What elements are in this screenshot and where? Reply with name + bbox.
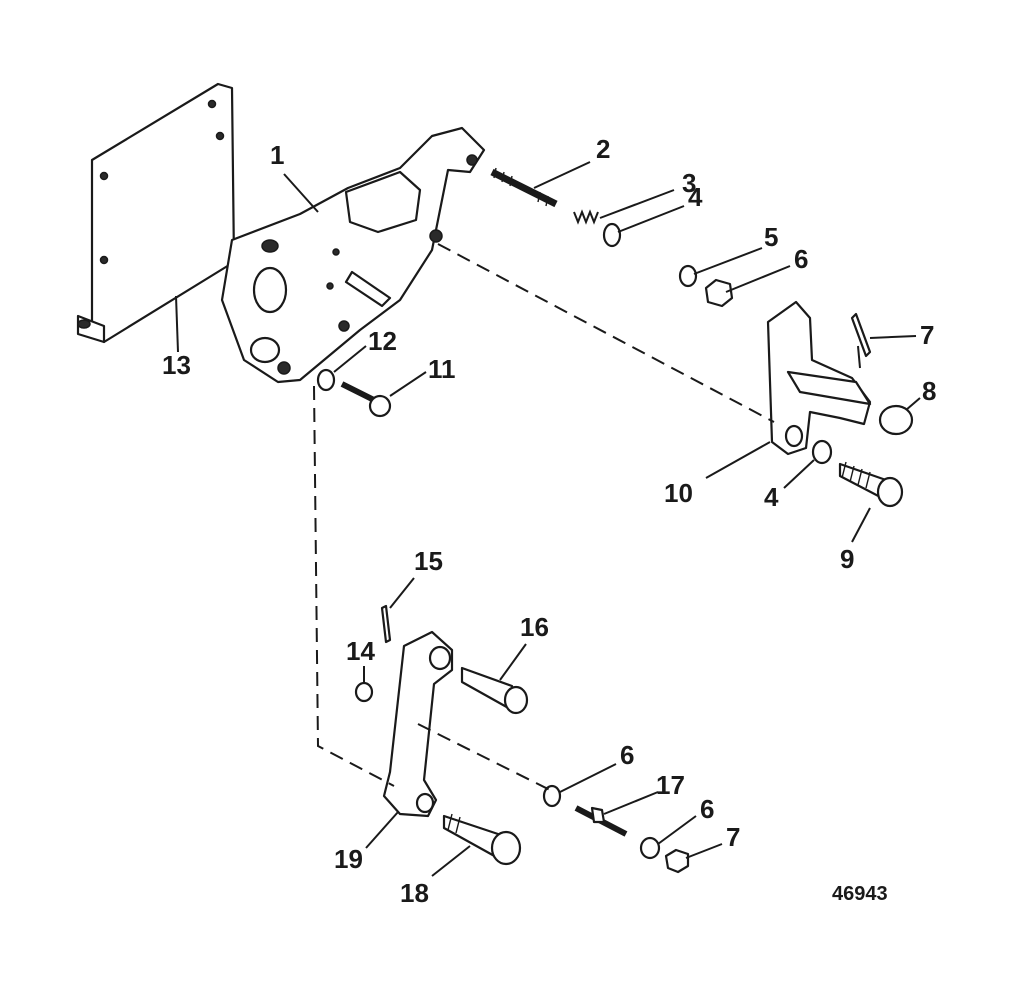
callout-8: 8 <box>922 376 936 406</box>
leader-12 <box>333 345 367 373</box>
washer-lower-6a <box>542 784 562 808</box>
leader-8 <box>905 397 921 411</box>
stud-17 <box>574 805 628 837</box>
bolt-11 <box>340 381 392 418</box>
leader-9 <box>851 507 871 543</box>
leader-4b <box>783 459 815 489</box>
leader-7b <box>685 843 723 859</box>
callout-2: 2 <box>596 134 610 164</box>
leader-13 <box>175 295 179 353</box>
bolt-9 <box>838 461 904 508</box>
washer-5 <box>678 264 698 288</box>
callout-4-lower: 4 <box>764 482 779 512</box>
leader-5 <box>693 247 763 275</box>
leader-19 <box>365 811 399 849</box>
leader-4a <box>617 205 685 233</box>
bolt-18 <box>442 813 522 866</box>
callout-9: 9 <box>840 544 854 574</box>
leader-18 <box>431 845 471 877</box>
washer-lower <box>811 439 833 465</box>
cotter-pin-15 <box>380 604 392 644</box>
leader-17 <box>603 791 659 815</box>
leader-3 <box>599 189 675 219</box>
main-bracket <box>220 126 486 384</box>
callout-6-lower-a: 6 <box>620 740 634 770</box>
spring <box>573 209 599 225</box>
callout-15: 15 <box>414 546 443 576</box>
alignment-line-3 <box>417 723 551 791</box>
alignment-line-1 <box>437 243 775 423</box>
callout-13: 13 <box>162 350 191 380</box>
shift-lever <box>766 300 872 456</box>
leader-6b <box>559 763 617 793</box>
washer-upper <box>602 222 622 248</box>
nut-lower <box>664 848 690 874</box>
callout-4: 4 <box>688 182 703 212</box>
callout-19: 19 <box>334 844 363 874</box>
mounting-plate <box>76 82 236 344</box>
callout-10: 10 <box>664 478 693 508</box>
callout-6: 6 <box>794 244 808 274</box>
callout-7: 7 <box>920 320 934 350</box>
alignment-line-2 <box>313 385 395 787</box>
callout-11: 11 <box>428 354 456 384</box>
leader-1 <box>283 173 319 213</box>
leader-15 <box>389 577 415 609</box>
callout-14: 14 <box>346 636 375 666</box>
callout-12: 12 <box>368 326 397 356</box>
stud <box>490 167 558 208</box>
callout-18: 18 <box>400 878 429 908</box>
washer-12 <box>316 368 336 392</box>
pin-14 <box>354 681 374 703</box>
leader-10 <box>705 441 771 479</box>
callout-1: 1 <box>270 140 284 170</box>
leader-16 <box>499 643 527 681</box>
figure-id: 46943 <box>832 883 888 905</box>
leader-6c <box>657 815 697 845</box>
leader-2 <box>533 161 591 189</box>
callout-6-lower-b: 6 <box>700 794 714 824</box>
washer-lower-6b <box>639 836 661 860</box>
cotter-pin-upper <box>850 312 872 369</box>
callout-5: 5 <box>764 222 778 252</box>
callout-17: 17 <box>656 770 685 800</box>
nut-upper <box>704 278 734 308</box>
leader-6a <box>725 265 791 293</box>
callout-16: 16 <box>520 612 549 642</box>
leader-11 <box>389 371 427 397</box>
callout-3: 3 <box>682 168 696 198</box>
pin-16 <box>460 666 529 715</box>
leader-7a <box>869 335 917 339</box>
cap <box>878 404 914 436</box>
callout-7-lower: 7 <box>726 822 740 852</box>
